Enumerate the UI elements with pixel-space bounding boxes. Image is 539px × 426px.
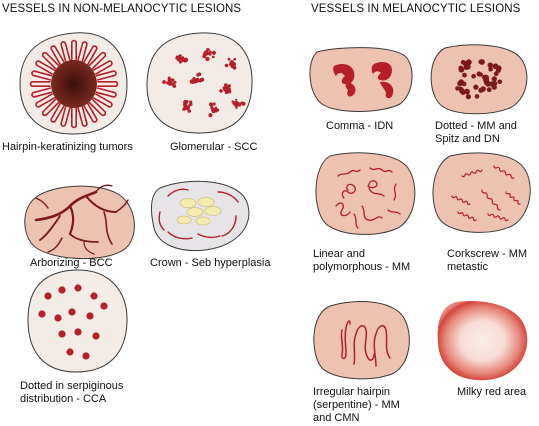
label-linear-line2: polymorphous - MM	[313, 261, 411, 273]
label-irregular-line1: Irregular hairpin	[313, 386, 391, 398]
heading-melanocytic: VESSELS IN MELANOCYTIC LESIONS	[311, 3, 521, 15]
irregular-hairpin-lesion-illustration	[313, 301, 410, 380]
label-crown: Crown - Seb hyperplasia	[150, 257, 271, 269]
label-irregular-line3: and CMN	[313, 412, 360, 424]
label-milky: Milky red area	[457, 386, 527, 398]
label-dotted-line2: Spitz and DN	[435, 133, 500, 145]
label-hairpin: Hairpin-keratinizing tumors	[2, 141, 133, 153]
label-corkscrew-line2: metastic	[447, 261, 488, 273]
label-glomerular: Glomerular - SCC	[170, 141, 258, 153]
label-irregular-line2: (serpentine) - MM	[313, 399, 400, 411]
crown-lesion-illustration	[151, 180, 250, 252]
milky-red-area-illustration	[437, 301, 528, 381]
arborizing-lesion-illustration	[24, 184, 135, 260]
dotted-lesion-illustration	[430, 44, 528, 115]
linear-polymorphous-lesion-illustration	[315, 152, 416, 235]
label-comma: Comma - IDN	[326, 120, 394, 132]
serpiginous-lesion-illustration	[27, 269, 128, 373]
label-serpiginous-line1: Dotted in serpiginous	[20, 380, 124, 392]
label-serpiginous-line2: distribution - CCA	[20, 393, 107, 405]
corkscrew-lesion-illustration	[432, 152, 531, 233]
glomerular-lesion-illustration	[146, 32, 253, 134]
hairpin-lesion-illustration	[19, 32, 128, 135]
comma-lesion-illustration	[309, 47, 413, 112]
label-corkscrew-line1: Corkscrew - MM	[447, 248, 528, 260]
heading-non-melanocytic: VESSELS IN NON-MELANOCYTIC LESIONS	[2, 3, 242, 15]
label-linear-line1: Linear and	[313, 248, 365, 260]
label-dotted-line1: Dotted - MM and	[435, 120, 517, 132]
label-arborizing: Arborizing - BCC	[30, 257, 113, 269]
